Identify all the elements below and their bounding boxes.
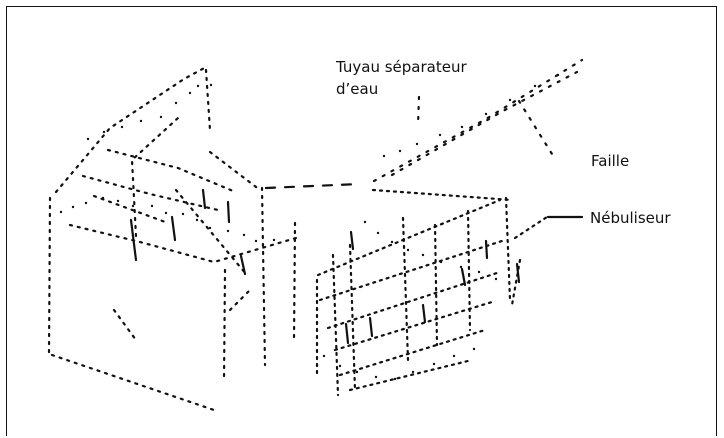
diagram-frame [6, 6, 717, 436]
connector-pipe [264, 182, 362, 190]
dot-texture [59, 73, 560, 381]
nebulizer-block [315, 188, 552, 397]
left-housing [47, 64, 298, 412]
accent-strokes [129, 188, 521, 345]
label-water-separator-pipe: Tuyau séparateur d’eau [336, 58, 467, 98]
label-nebulizer: Nébuliseur [590, 209, 671, 227]
separator-pipe [372, 58, 584, 183]
label-fault: Faille [591, 152, 630, 170]
